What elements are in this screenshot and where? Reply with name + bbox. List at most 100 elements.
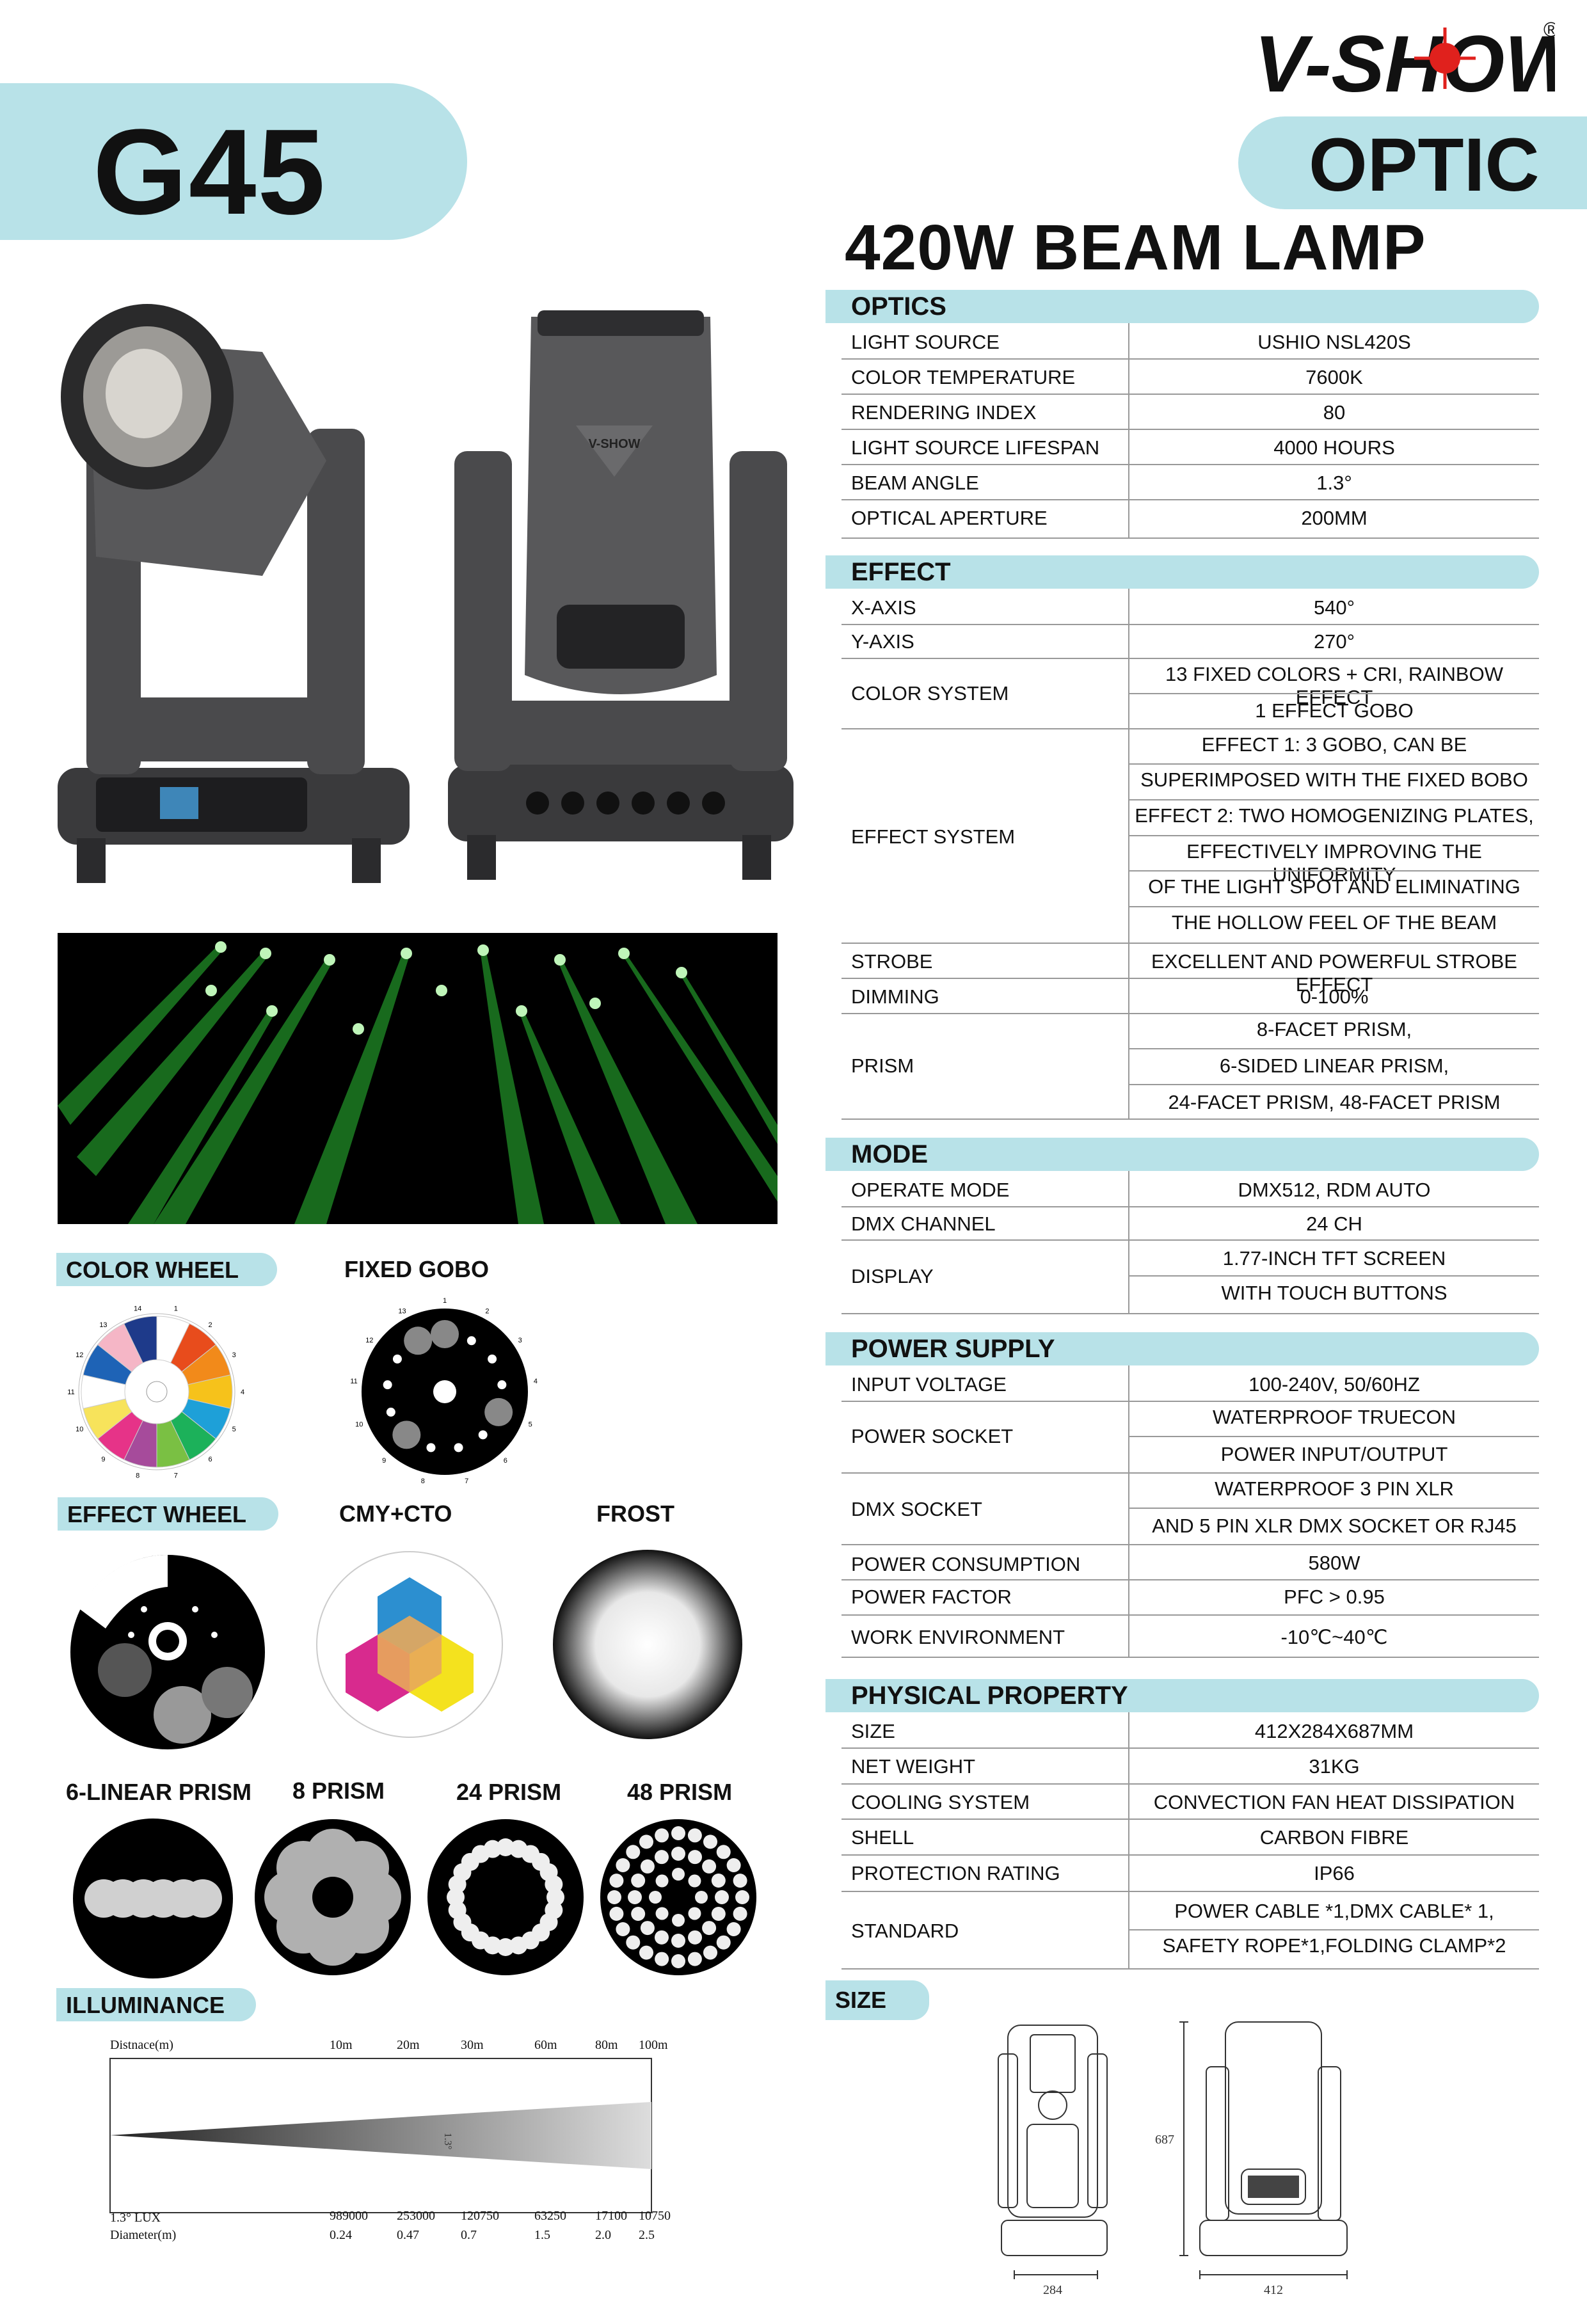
effect-subdivider — [1128, 763, 1539, 765]
prism-facet — [695, 1891, 708, 1904]
gobo-slot — [404, 1326, 433, 1355]
illuminance-label: ILLUMINANCE — [66, 1992, 225, 2018]
spec-key: X-AXIS — [851, 596, 916, 619]
brand-logo-text: V-SHOW — [1254, 20, 1555, 106]
spec-row-operate-mode: OPERATE MODE DMX512, RDM AUTO — [841, 1171, 1539, 1207]
effect-wheel-label: EFFECT WHEEL — [67, 1501, 246, 1527]
gobo-slot — [431, 1320, 459, 1348]
spec-row: NET WEIGHT 31KG — [841, 1747, 1539, 1785]
spec-key: EFFECT SYSTEM — [851, 825, 1016, 848]
cmy-label: CMY+CTO — [339, 1500, 452, 1527]
prism-facet — [672, 1868, 685, 1881]
diameter-value: 2.5 — [639, 2228, 655, 2242]
spec-row: COOLING SYSTEM CONVECTION FAN HEAT DISSI… — [841, 1783, 1539, 1820]
prism-facet — [671, 1847, 685, 1861]
gobo-slot — [467, 1336, 476, 1346]
prism-facet — [716, 1845, 731, 1859]
spec-value: 13 FIXED COLORS + CRI, RAINBOW EFFECT — [1165, 663, 1503, 708]
display-subdivider — [1128, 1275, 1539, 1277]
product-subtitle: 420W BEAM LAMP — [845, 212, 1426, 283]
effect-subdivider — [1128, 906, 1539, 907]
spec-value: SAFETY ROPE*1,FOLDING CLAMP*2 — [1162, 1934, 1506, 1957]
fixture-front-photo — [58, 304, 410, 883]
brand-logo: V-SHOW ® — [1254, 18, 1555, 106]
diameter-value: 0.7 — [461, 2228, 477, 2242]
spec-value: POWER INPUT/OUTPUT — [1220, 1443, 1448, 1465]
spec-value: EFFECT 2: TWO HOMOGENIZING PLATES, — [1135, 804, 1534, 827]
mode-title: MODE — [851, 1140, 928, 1168]
distance-value: 100m — [639, 2038, 668, 2052]
prism-facet — [703, 1835, 717, 1849]
gobo-number: 2 — [485, 1307, 489, 1315]
prism-facet — [715, 1890, 729, 1904]
spec-value: WITH TOUCH BUTTONS — [1221, 1282, 1447, 1304]
spec-value: 270° — [1313, 630, 1355, 653]
gobo-number: 7 — [465, 1477, 468, 1485]
spec-value: -10℃~40℃ — [1280, 1626, 1388, 1648]
prism-facet — [726, 1858, 741, 1872]
spec-key: OPTICAL APERTURE — [851, 507, 1048, 529]
prism-facet — [649, 1891, 662, 1904]
spec-key: SIZE — [851, 1720, 895, 1742]
prism-facet — [726, 1922, 741, 1936]
color-wheel-number: 2 — [208, 1321, 212, 1329]
gobo-slot — [392, 1354, 402, 1364]
effect-subdivider — [1128, 835, 1539, 836]
diameter-value: 1.5 — [534, 2228, 550, 2242]
spec-value: 100-240V, 50/60HZ — [1248, 1373, 1420, 1396]
spec-value: USHIO NSL420S — [1257, 331, 1411, 353]
effect-title: EFFECT — [851, 558, 951, 586]
spec-row: LIGHT SOURCE LIFESPAN 4000 HOURS — [841, 429, 1539, 465]
beam-angle-label: 1.3° — [442, 2133, 453, 2149]
color-wheel-label-pill: COLOR WHEEL — [56, 1253, 277, 1286]
spec-value: OF THE LIGHT SPOT AND ELIMINATING — [1148, 875, 1520, 898]
distance-value: 80m — [595, 2038, 618, 2052]
size-height-label: 687 — [1155, 2133, 1174, 2147]
prism-facet — [626, 1845, 641, 1859]
spec-key: STROBE — [851, 950, 933, 973]
spec-row: SIZE 412X284X687MM — [841, 1712, 1539, 1749]
spec-row: SHELL CARBON FIBRE — [841, 1819, 1539, 1856]
gobo-number: 8 — [421, 1477, 425, 1485]
lux-value: 63250 — [534, 2209, 566, 2223]
prism-facet — [688, 1874, 701, 1888]
prism-facet — [688, 1907, 701, 1920]
prism-facet — [688, 1930, 703, 1945]
optics-divider — [1128, 323, 1129, 537]
gobo-number: 1 — [443, 1297, 447, 1305]
spec-key: RENDERING INDEX — [851, 401, 1037, 424]
distance-value: 30m — [461, 2038, 484, 2052]
color-wheel-label: COLOR WHEEL — [66, 1257, 239, 1283]
gobo-number: 12 — [365, 1337, 373, 1344]
prism-facet — [672, 1914, 685, 1927]
power-title: POWER SUPPLY — [851, 1335, 1055, 1363]
color-wheel-number: 13 — [99, 1321, 107, 1329]
distance-value: 10m — [330, 2038, 353, 2052]
effect-wheel-diagram — [70, 1554, 265, 1749]
spec-value: SUPERIMPOSED WITH THE FIXED BOBO — [1140, 768, 1528, 791]
prism-facet — [607, 1890, 621, 1904]
spec-row-dimming: DIMMING 0-100% — [841, 978, 1539, 1014]
prism-facet — [545, 1875, 563, 1893]
prism8-label: 8 PRISM — [292, 1778, 385, 1804]
spec-value: POWER CABLE *1,DMX CABLE* 1, — [1174, 1900, 1494, 1922]
spec-key: POWER CONSUMPTION — [851, 1553, 1081, 1575]
prism48-label: 48 PRISM — [627, 1779, 733, 1805]
spec-key: LIGHT SOURCE — [851, 331, 1000, 353]
distance-value: 20m — [397, 2038, 420, 2052]
diameter-value: 2.0 — [595, 2228, 611, 2242]
spec-value: 540° — [1313, 596, 1355, 619]
gobo-number: 9 — [382, 1457, 386, 1465]
frost-label: FROST — [596, 1500, 674, 1527]
illuminance-label-pill: ILLUMINANCE — [56, 1988, 256, 2021]
prism-facet — [702, 1859, 717, 1874]
prism-facet — [671, 1954, 685, 1968]
beam-effect-photo — [58, 933, 778, 1224]
spec-value: PFC > 0.95 — [1284, 1586, 1385, 1608]
model-name: G45 — [93, 104, 327, 240]
prism-facet — [654, 1850, 669, 1865]
gobo-number: 3 — [518, 1337, 522, 1344]
color-wheel-number: 1 — [174, 1305, 178, 1312]
lux-value: 253000 — [397, 2209, 435, 2223]
spec-row-standard: STANDARD POWER CABLE *1,DMX CABLE* 1, SA… — [841, 1891, 1539, 1970]
